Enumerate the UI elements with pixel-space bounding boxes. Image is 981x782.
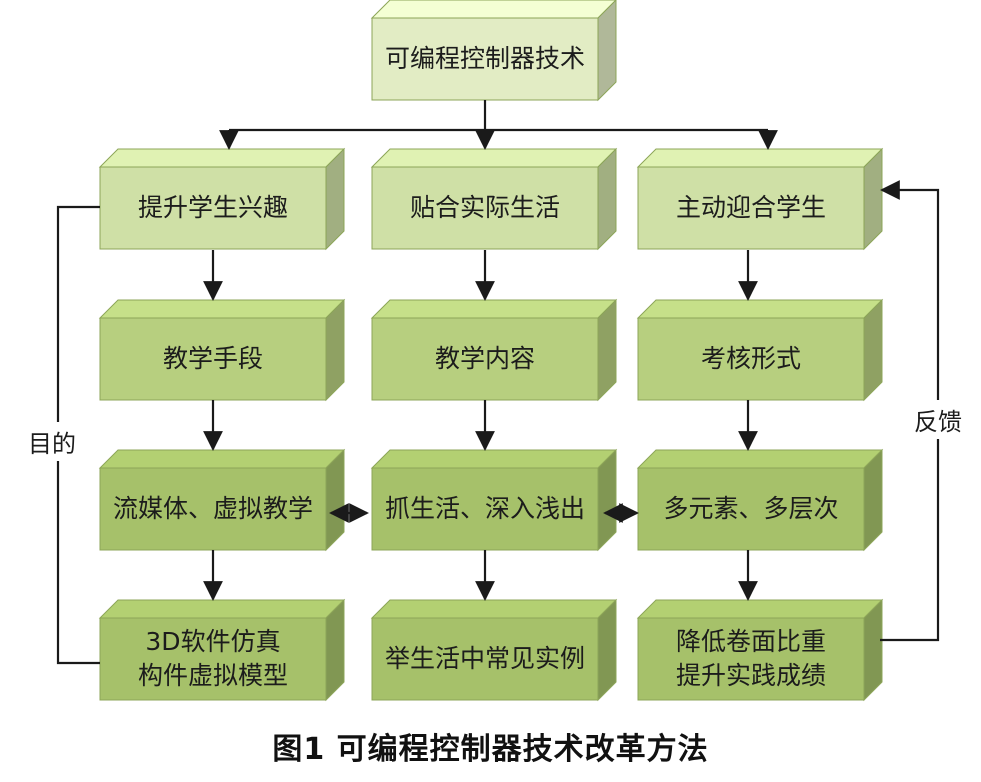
box-d1	[98, 298, 346, 402]
box-front-face	[371, 317, 599, 401]
box-side-face	[325, 147, 345, 251]
box-c2	[370, 147, 618, 251]
box-side-face	[597, 298, 617, 402]
box-side-face	[597, 448, 617, 552]
feedback-label: 反馈	[914, 400, 962, 439]
box-side-face	[325, 298, 345, 402]
box-top-face	[636, 599, 884, 619]
box-top-face	[98, 599, 346, 619]
box-label-e1: 流媒体、虚拟教学	[112, 494, 313, 523]
box-label-e2: 抓生活、深入浅出	[384, 494, 585, 523]
box-root	[370, 0, 617, 102]
box-c1	[98, 147, 346, 251]
box-front-face	[637, 317, 865, 401]
box-e1	[98, 448, 346, 552]
box-top-face	[370, 148, 618, 168]
box-e2	[370, 448, 618, 552]
box-label-d3: 考核形式	[700, 344, 801, 373]
box-side-face	[863, 147, 883, 251]
box-side-face	[597, 0, 617, 102]
box-top-face	[370, 299, 618, 319]
box-label-c3: 主动迎合学生	[675, 193, 826, 222]
box-front-face	[99, 617, 327, 701]
box-front-face	[637, 467, 865, 551]
box-e3	[636, 448, 884, 552]
box-top-face	[370, 449, 618, 469]
box-top-face	[98, 148, 346, 168]
box-f3	[636, 598, 884, 702]
box-top-face	[370, 599, 618, 619]
box-top-face	[98, 299, 346, 319]
box-top-face	[636, 449, 884, 469]
box-top-face	[636, 299, 884, 319]
box-front-face	[99, 317, 327, 401]
box-side-face	[863, 448, 883, 552]
box-side-face	[325, 448, 345, 552]
box-front-face	[99, 166, 327, 250]
box-label-d2: 教学内容	[434, 344, 535, 373]
box-label-c2: 贴合实际生活	[409, 193, 560, 222]
box-front-face	[371, 467, 599, 551]
box-front-face	[637, 166, 865, 250]
box-d3	[636, 298, 884, 402]
box-front-face	[637, 617, 865, 701]
box-c3	[636, 147, 884, 251]
box-label-root: 可编程控制器技术	[384, 44, 585, 73]
box-side-face	[325, 598, 345, 702]
box-top-face	[98, 449, 346, 469]
box-f1	[98, 598, 346, 702]
box-label-f2: 举生活中常见实例	[384, 644, 585, 673]
box-side-face	[863, 298, 883, 402]
box-front-face	[371, 166, 599, 250]
box-side-face	[863, 598, 883, 702]
box-label-c1: 提升学生兴趣	[137, 193, 288, 222]
box-front-face	[371, 17, 599, 101]
box-front-face	[371, 617, 599, 701]
box-d2	[370, 298, 618, 402]
box-top-face	[636, 148, 884, 168]
purpose-label: 目的	[28, 422, 76, 461]
box-label-d1: 教学手段	[162, 344, 263, 373]
box-label-e3: 多元素、多层次	[663, 494, 839, 523]
box-front-face	[99, 467, 327, 551]
box-top-face	[370, 0, 617, 19]
box-f2	[370, 598, 618, 702]
box-label-f1: 3D软件仿真 构件虚拟模型	[137, 627, 288, 690]
box-label-f3: 降低卷面比重 提升实践成绩	[675, 627, 826, 690]
box-side-face	[597, 147, 617, 251]
box-side-face	[597, 598, 617, 702]
figure-caption: 图1 可编程控制器技术改革方法	[272, 732, 709, 767]
